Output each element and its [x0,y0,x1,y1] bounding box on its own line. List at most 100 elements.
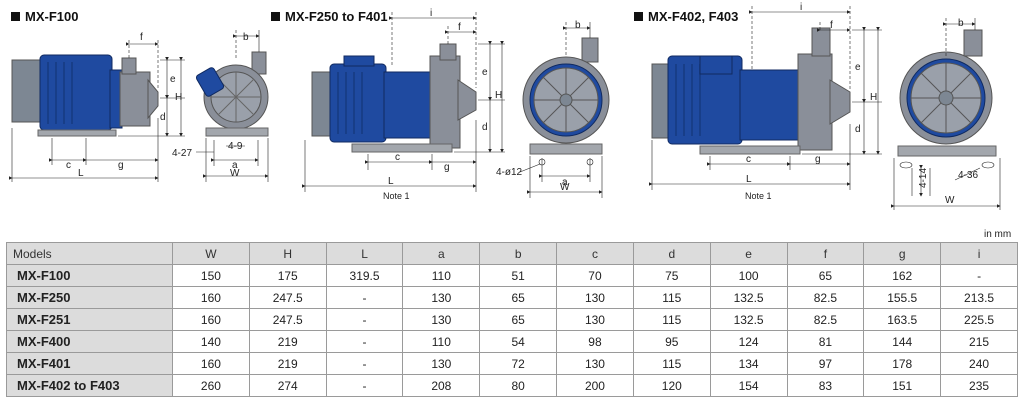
table-cell: 83 [786,374,865,397]
table-cell: 200 [556,374,634,397]
mx-f100-dimension-lines [9,40,185,182]
column-header-a: a [402,242,481,265]
table-cell: 124 [709,330,788,353]
table-cell: 130 [402,352,481,375]
table-cell: 72 [479,352,558,375]
mx-f100-front-view [195,51,269,137]
dim-label-hole: 4-ø12 [496,167,523,178]
table-cell: 215 [940,330,1018,353]
table-cell: 130 [556,308,634,331]
table-cell: 225.5 [940,308,1018,331]
dim-label-g: g [815,154,821,165]
mx-f250-dimension-lines [302,12,505,192]
dim-label-d: d [160,112,166,123]
table-cell: 95 [632,330,711,353]
dim-label-i: i [430,8,432,19]
table-cell: 130 [556,352,634,375]
table-cell: 150 [172,264,250,287]
dim-label-c: c [66,160,71,171]
table-cell: 100 [709,264,788,287]
table-cell: 144 [863,330,942,353]
table-cell: 162 [863,264,942,287]
table-cell: - [325,286,404,309]
mx-f402-dimension-lines [649,6,882,190]
mx-f100-front-dims [196,30,269,182]
mx-f402-front-dims [891,18,1001,210]
column-header-g: g [863,242,942,265]
table-cell: 115 [632,352,711,375]
dim-label-a: a [562,177,568,188]
dim-label-slot: 4-14 [918,168,929,188]
table-cell: - [940,264,1018,287]
table-cell: 110 [402,330,481,353]
bullet-square-icon [11,12,20,21]
table-cell: 160 [172,286,250,309]
dim-label-slot: 4-27 [172,148,192,159]
table-cell: 65 [786,264,865,287]
table-cell: 98 [556,330,634,353]
dim-label-h: H [175,92,182,103]
table-cell: 75 [632,264,711,287]
table-cell: 247.5 [248,308,327,331]
table-cell: 115 [632,286,711,309]
note-1-label: Note 1 [383,191,410,201]
column-header-b: b [479,242,558,265]
table-header-row: Models W H L a b c d e f g i [6,242,1018,265]
dim-label-e: e [170,74,176,85]
section-title-mx-f100: MX-F100 [11,9,78,24]
column-header-d: d [632,242,711,265]
dim-label-i: i [800,2,802,13]
dim-label-b: b [243,32,249,43]
table-cell: - [325,330,404,353]
table-cell: 130 [402,286,481,309]
dim-label-w: W [945,195,955,206]
units-note: in mm [984,229,1012,240]
table-cell: 175 [248,264,327,287]
table-cell: 82.5 [786,308,865,331]
table-cell: 178 [863,352,942,375]
table-cell: 81 [786,330,865,353]
dim-label-hole: 4-36 [958,170,978,181]
note-1-label: Note 1 [745,191,772,201]
dim-label-h: H [870,92,877,103]
dim-label-w: W [560,182,570,193]
table-cell: - [325,308,404,331]
column-header-w: W [172,242,250,265]
table-cell: 120 [632,374,711,397]
dim-label-f: f [140,32,143,43]
dim-label-c: c [746,154,751,165]
dim-label-d: d [855,124,861,135]
model-name-cell: MX-F100 [6,264,173,287]
table-cell: - [325,374,404,397]
mx-f250-front-view [522,37,610,155]
dim-label-g: g [118,160,124,171]
table-cell: 274 [248,374,327,397]
bullet-square-icon [271,12,280,21]
dim-label-e: e [482,67,488,78]
table-cell: 247.5 [248,286,327,309]
table-cell: 54 [479,330,558,353]
table-cell: 130 [402,308,481,331]
column-header-f: f [786,242,865,265]
table-cell: 82.5 [786,286,865,309]
bullet-square-icon [634,12,643,21]
table-cell: 160 [172,352,250,375]
table-cell: - [325,352,404,375]
dimension-drawings: f e H d c g L b 4-9 4-27 a W [9,2,1001,210]
table-cell: 260 [172,374,250,397]
mx-f250-side-view [311,43,477,153]
section-title-mx-f402-f403: MX-F402, F403 [634,9,738,24]
dim-label-l: L [388,176,394,187]
dim-label-b: b [958,18,964,29]
table-cell: 132.5 [709,308,788,331]
table-cell: 134 [709,352,788,375]
table-cell: 219 [248,352,327,375]
table-cell: 154 [709,374,788,397]
column-header-h: H [248,242,327,265]
model-name-cell: MX-F402 to F403 [6,374,173,397]
dim-label-e: e [855,62,861,73]
